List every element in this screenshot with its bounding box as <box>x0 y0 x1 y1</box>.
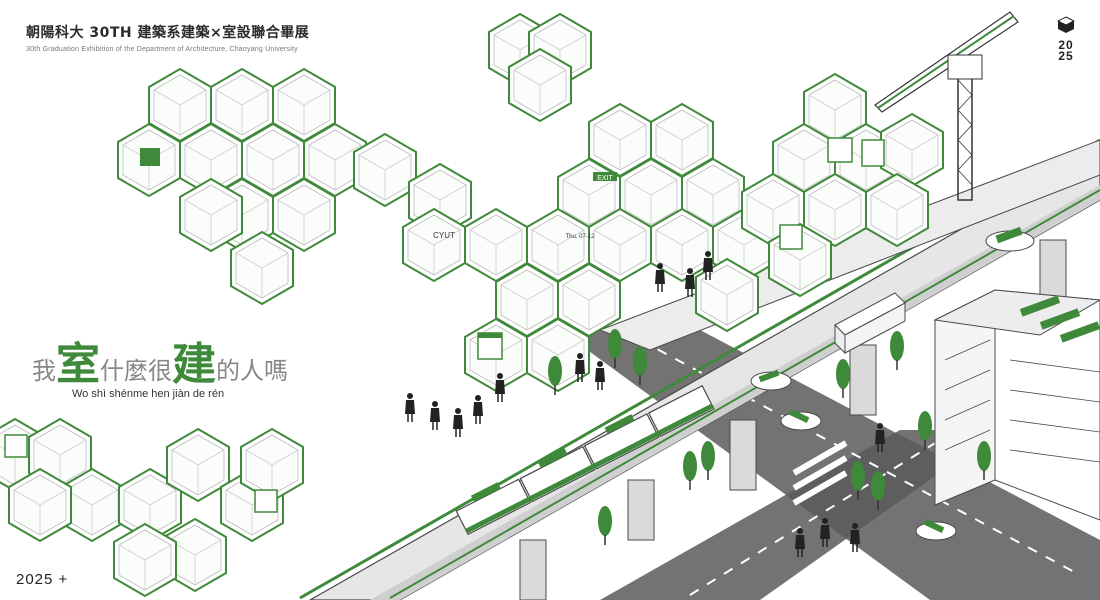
exhibition-title: 朝陽科大 30TH 建築系建築×室設聯合畢展 <box>26 25 310 41</box>
slogan-chars-5: 的人 <box>216 357 264 385</box>
tower-crane <box>874 11 1019 201</box>
mini-buildings <box>4 137 885 513</box>
slogan-pinyin: Wo shì shénme hen jiàn de rén <box>72 388 225 400</box>
exhibition-header: 朝陽科大 30TH 建築系建築×室設聯合畢展 30th Graduation E… <box>26 22 309 53</box>
cube-logo-icon <box>1057 16 1075 33</box>
hex-signs: EXIT CYUT Thu. 07-12 <box>433 172 617 240</box>
year-bottom: 25 <box>1058 49 1074 63</box>
slogan-chars-6: 嗎 <box>264 357 288 385</box>
date-sign: Thu. 07-12 <box>565 234 595 240</box>
slogan-chars-3: 什麼很 <box>100 357 172 385</box>
slogan-char-4: 建 <box>172 339 216 390</box>
train <box>455 385 715 536</box>
year-badge: 20 25 <box>1054 16 1078 62</box>
footer-year: 2025 + <box>16 571 69 588</box>
slogan: 我室什麼很建的人嗎 Wo shì shénme hen jiàn de rén <box>32 328 288 400</box>
hex-cluster-top-center <box>488 13 592 122</box>
exhibition-subtitle: 30th Graduation Exhibition of the Depart… <box>26 46 298 53</box>
slogan-char-2: 室 <box>56 339 100 390</box>
vehicles <box>750 226 1035 541</box>
slogan-char-1: 我 <box>32 357 56 385</box>
year-top: 20 <box>1058 38 1074 52</box>
cyut-sign: CYUT <box>433 231 455 240</box>
office-buildings <box>933 289 1100 521</box>
exit-sign: EXIT <box>597 175 613 182</box>
